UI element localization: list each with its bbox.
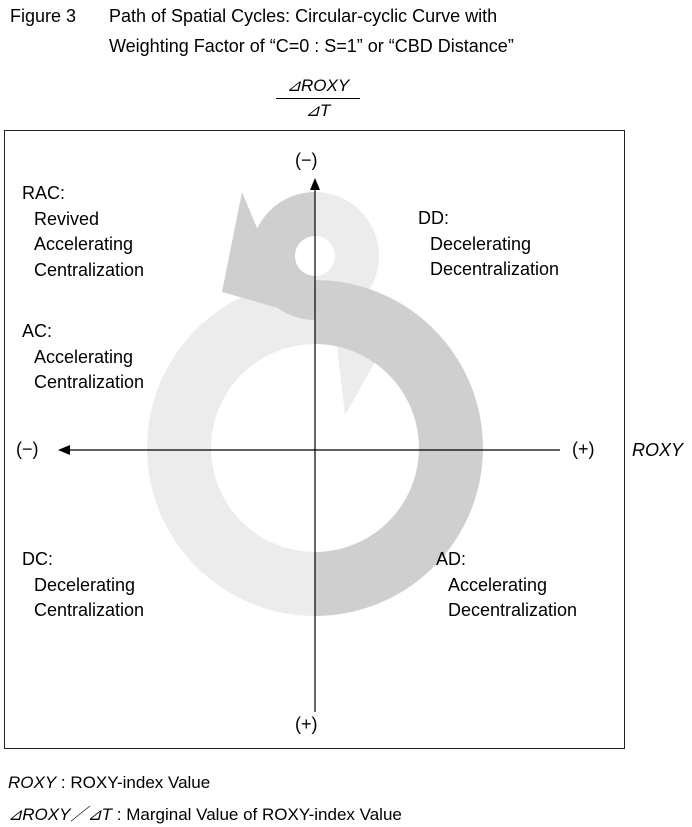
- y-axis-denominator: ⊿T: [305, 101, 331, 120]
- y-axis-numerator: ⊿ROXY: [286, 76, 350, 95]
- figure-title-line-1: Path of Spatial Cycles: Circular-cyclic …: [109, 6, 498, 26]
- legend-item-marginal: ⊿ROXY／⊿T : Marginal Value of ROXY-index …: [8, 800, 402, 825]
- quadrant-ac-line1: Accelerating: [34, 346, 134, 367]
- quadrant-dc-line2: Centralization: [34, 600, 145, 620]
- quadrant-ad-code: AD:: [436, 549, 467, 569]
- legend-item-roxy-term: ROXY: [8, 773, 57, 792]
- quadrant-ac-code: AC:: [22, 321, 53, 341]
- quadrant-ad-line2: Decentralization: [448, 600, 578, 620]
- cycle-arrow-dark: [222, 192, 483, 616]
- x-axis-arrowhead-icon: [58, 445, 70, 455]
- legend-item-roxy: ROXY : ROXY-index Value: [8, 773, 210, 793]
- quadrant-ac: AC: Accelerating Centralization: [22, 319, 144, 396]
- y-axis-top-sign: (−): [295, 150, 318, 170]
- figure-title-line-2: Weighting Factor of “C=0 : S=1” or “CBD …: [109, 36, 514, 56]
- legend-item-roxy-text: : ROXY-index Value: [56, 773, 211, 792]
- quadrant-ac-line2: Centralization: [34, 372, 145, 392]
- quadrant-rac-line2: Accelerating: [34, 234, 134, 254]
- quadrant-dd: DD: Decelerating Decentralization: [418, 206, 559, 283]
- quadrant-rac: RAC: Revived Accelerating Centralization: [22, 181, 144, 283]
- dark-arc-top: [251, 192, 315, 320]
- quadrant-ad: AD: Accelerating Decentralization: [436, 547, 577, 624]
- quadrant-ad-line1: Accelerating: [448, 574, 548, 595]
- quadrant-dc-code: DC:: [22, 549, 53, 569]
- dark-arc-right: [315, 280, 483, 616]
- quadrant-rac-code: RAC:: [22, 183, 66, 203]
- figure-number: Figure 3: [10, 6, 77, 26]
- quadrant-dc: DC: Decelerating Centralization: [22, 547, 144, 624]
- quadrant-dc-line1: Decelerating: [34, 574, 136, 595]
- x-axis-left-sign: (−): [16, 439, 39, 459]
- diagram-frame: [4, 130, 625, 749]
- light-arc-left: [147, 280, 315, 616]
- quadrant-dd-line2: Decentralization: [430, 259, 560, 279]
- y-axis-bottom-sign: (+): [295, 714, 318, 734]
- x-axis-right-sign: (+): [572, 439, 595, 459]
- fraction-bar: [276, 98, 360, 99]
- quadrant-dd-line1: Decelerating: [430, 233, 532, 254]
- y-axis-arrowhead-icon: [310, 178, 320, 190]
- x-axis-name: ROXY: [632, 440, 684, 460]
- legend-item-marginal-term: ⊿ROXY／⊿T: [8, 805, 113, 824]
- dark-arrowhead: [222, 192, 292, 312]
- quadrant-rac-line3: Centralization: [34, 259, 145, 280]
- legend-item-marginal-text: : Marginal Value of ROXY-index Value: [112, 805, 402, 824]
- quadrant-dd-code: DD:: [418, 208, 449, 228]
- y-axis-label: ⊿ROXY ⊿T: [272, 76, 364, 121]
- quadrant-rac-line1: Revived: [34, 208, 100, 229]
